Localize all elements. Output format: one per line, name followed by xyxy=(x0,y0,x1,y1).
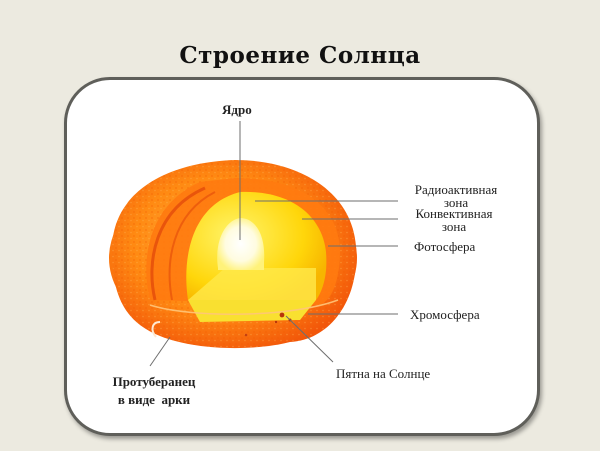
label-sunspots: Пятна на Солнце xyxy=(336,366,431,381)
leader-sunspots xyxy=(285,315,334,363)
sun-core xyxy=(217,218,265,270)
leader-prominence xyxy=(149,336,171,367)
prominence-arc xyxy=(151,321,161,338)
label-convective-zone-line2: зона xyxy=(441,219,467,234)
label-radiative-zone-line1: Радиоактивная xyxy=(414,182,498,197)
label-convective-zone: Конвективная зона xyxy=(400,207,508,233)
label-radiative-zone-line2: зона xyxy=(443,195,469,210)
sunspots xyxy=(244,312,292,337)
photosphere-rim xyxy=(149,299,339,315)
label-convective-zone-line1: Конвективная xyxy=(415,206,493,221)
label-core: Ядро xyxy=(222,102,252,117)
page-title: Строение Солнца xyxy=(179,42,421,69)
leader-lines xyxy=(149,121,398,367)
label-photosphere: Фотосфера xyxy=(414,239,476,254)
label-chromosphere: Хромосфера xyxy=(410,307,480,322)
label-prominence-line1: Протуберанец xyxy=(112,374,196,389)
label-prominence-line2: в виде арки xyxy=(117,392,191,407)
label-prominence: Протуберанец в виде арки xyxy=(100,373,208,409)
label-radiative-zone: Радиоактивная зона xyxy=(400,183,512,209)
